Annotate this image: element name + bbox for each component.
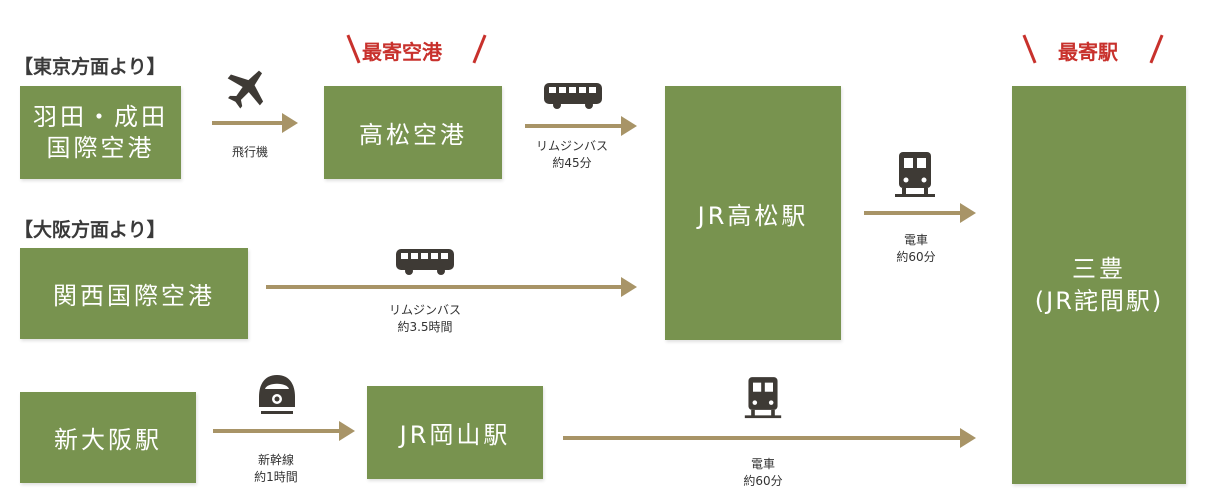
node-haneda-narita-line2: 国際空港 bbox=[46, 133, 155, 162]
bus-icon bbox=[544, 83, 602, 109]
train-icon bbox=[744, 377, 782, 419]
caption-bus-takamatsu-time: 約45分 bbox=[552, 156, 592, 170]
caption-bus-kansai: リムジンバス 約3.5時間 bbox=[370, 302, 480, 336]
nearest-station-slash-right bbox=[1149, 34, 1164, 64]
arrow-takamatsu-airport-to-jr-takamatsu bbox=[525, 116, 637, 136]
node-takamatsu-airport: 高松空港 bbox=[324, 86, 502, 179]
caption-bus-kansai-time: 約3.5時間 bbox=[397, 320, 453, 334]
heading-from-tokyo: 【東京方面より】 bbox=[14, 56, 166, 78]
heading-from-osaka: 【大阪方面より】 bbox=[14, 219, 166, 241]
nearest-airport-slash-right bbox=[472, 34, 487, 64]
arrow-jr-takamatsu-to-mitoyo bbox=[864, 203, 976, 223]
bus-icon bbox=[396, 249, 454, 275]
caption-train-takamatsu-time: 約60分 bbox=[896, 250, 936, 264]
caption-shinkansen-time: 約1時間 bbox=[254, 470, 298, 484]
caption-train-takamatsu: 電車 約60分 bbox=[876, 232, 956, 266]
node-kansai-airport: 関西国際空港 bbox=[20, 248, 248, 339]
caption-train-okayama: 電車 約60分 bbox=[723, 456, 803, 490]
node-jr-takamatsu-label: JR高松駅 bbox=[697, 201, 809, 230]
nearest-station-label: 最寄駅 bbox=[1058, 40, 1118, 64]
node-haneda-narita: 羽田・成田国際空港 bbox=[20, 86, 181, 179]
node-shin-osaka: 新大阪駅 bbox=[20, 392, 196, 483]
node-jr-okayama-label: JR岡山駅 bbox=[399, 421, 511, 449]
node-haneda-narita-line1: 羽田・成田 bbox=[33, 102, 168, 131]
caption-airplane: 飛行機 bbox=[231, 145, 268, 159]
caption-shinkansen-mode: 新幹線 bbox=[257, 453, 294, 467]
nearest-station-slash-left bbox=[1022, 34, 1037, 64]
caption-bus-kansai-mode: リムジンバス bbox=[388, 303, 461, 317]
caption-shinkansen: 新幹線 約1時間 bbox=[236, 452, 316, 486]
node-mitoyo-line1: 三豊 bbox=[1071, 255, 1126, 283]
node-mitoyo-line2: (JR詫間駅) bbox=[1034, 287, 1164, 315]
caption-train-takamatsu-mode: 電車 bbox=[903, 233, 928, 247]
caption-train-okayama-mode: 電車 bbox=[750, 457, 775, 471]
arrow-kansai-to-jr-takamatsu bbox=[266, 277, 637, 297]
shinkansen-icon bbox=[259, 375, 295, 414]
train-icon bbox=[895, 152, 935, 197]
node-kansai-airport-label: 関西国際空港 bbox=[53, 282, 215, 310]
airplane-icon bbox=[227, 70, 264, 109]
arrow-shin-osaka-to-okayama bbox=[213, 421, 355, 441]
node-mitoyo: 三豊 (JR詫間駅) bbox=[1012, 86, 1186, 484]
nearest-airport-label: 最寄空港 bbox=[362, 40, 442, 64]
node-jr-takamatsu: JR高松駅 bbox=[665, 86, 841, 340]
node-shin-osaka-label: 新大阪駅 bbox=[54, 426, 162, 454]
nearest-airport-slash-left bbox=[346, 34, 361, 64]
caption-bus-takamatsu: リムジンバス 約45分 bbox=[520, 138, 624, 172]
arrow-okayama-to-mitoyo bbox=[563, 428, 976, 448]
node-jr-okayama: JR岡山駅 bbox=[367, 386, 543, 479]
node-takamatsu-airport-label: 高松空港 bbox=[359, 121, 467, 149]
arrow-haneda-to-takamatsu-airport bbox=[212, 113, 298, 133]
caption-train-okayama-time: 約60分 bbox=[743, 474, 783, 488]
caption-bus-takamatsu-mode: リムジンバス bbox=[535, 139, 608, 153]
